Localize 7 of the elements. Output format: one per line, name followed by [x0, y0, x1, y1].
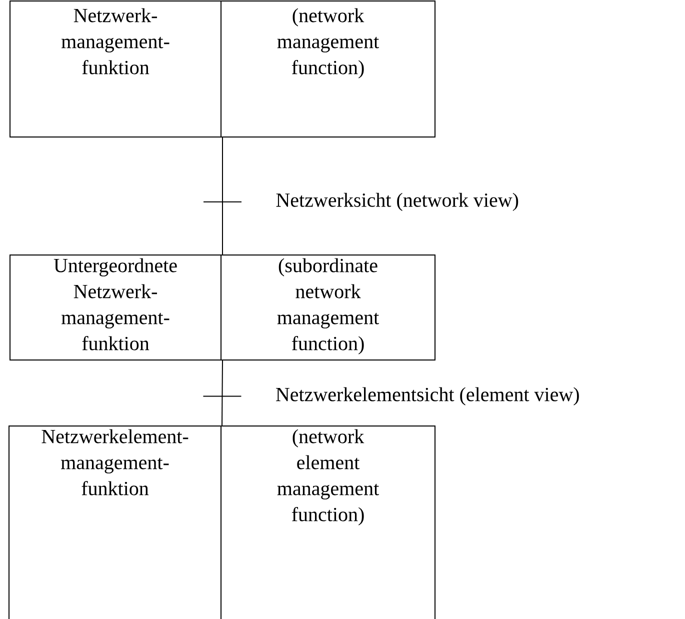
split-box: Netzwerkelement- management- funktion (network element management function) [8, 426, 436, 619]
split-box: Netzwerk- management- funktion (network management function) [10, 0, 436, 138]
connector-line [222, 136, 223, 256]
split-box: Untergeordnete Netzwerk- management- funktion (subordinate network management function) [10, 254, 436, 360]
connector-line [222, 360, 223, 426]
edge-label: Netzwerkelementsicht (element view) [276, 387, 579, 406]
edge-label: Netzwerksicht (network view) [276, 192, 518, 211]
